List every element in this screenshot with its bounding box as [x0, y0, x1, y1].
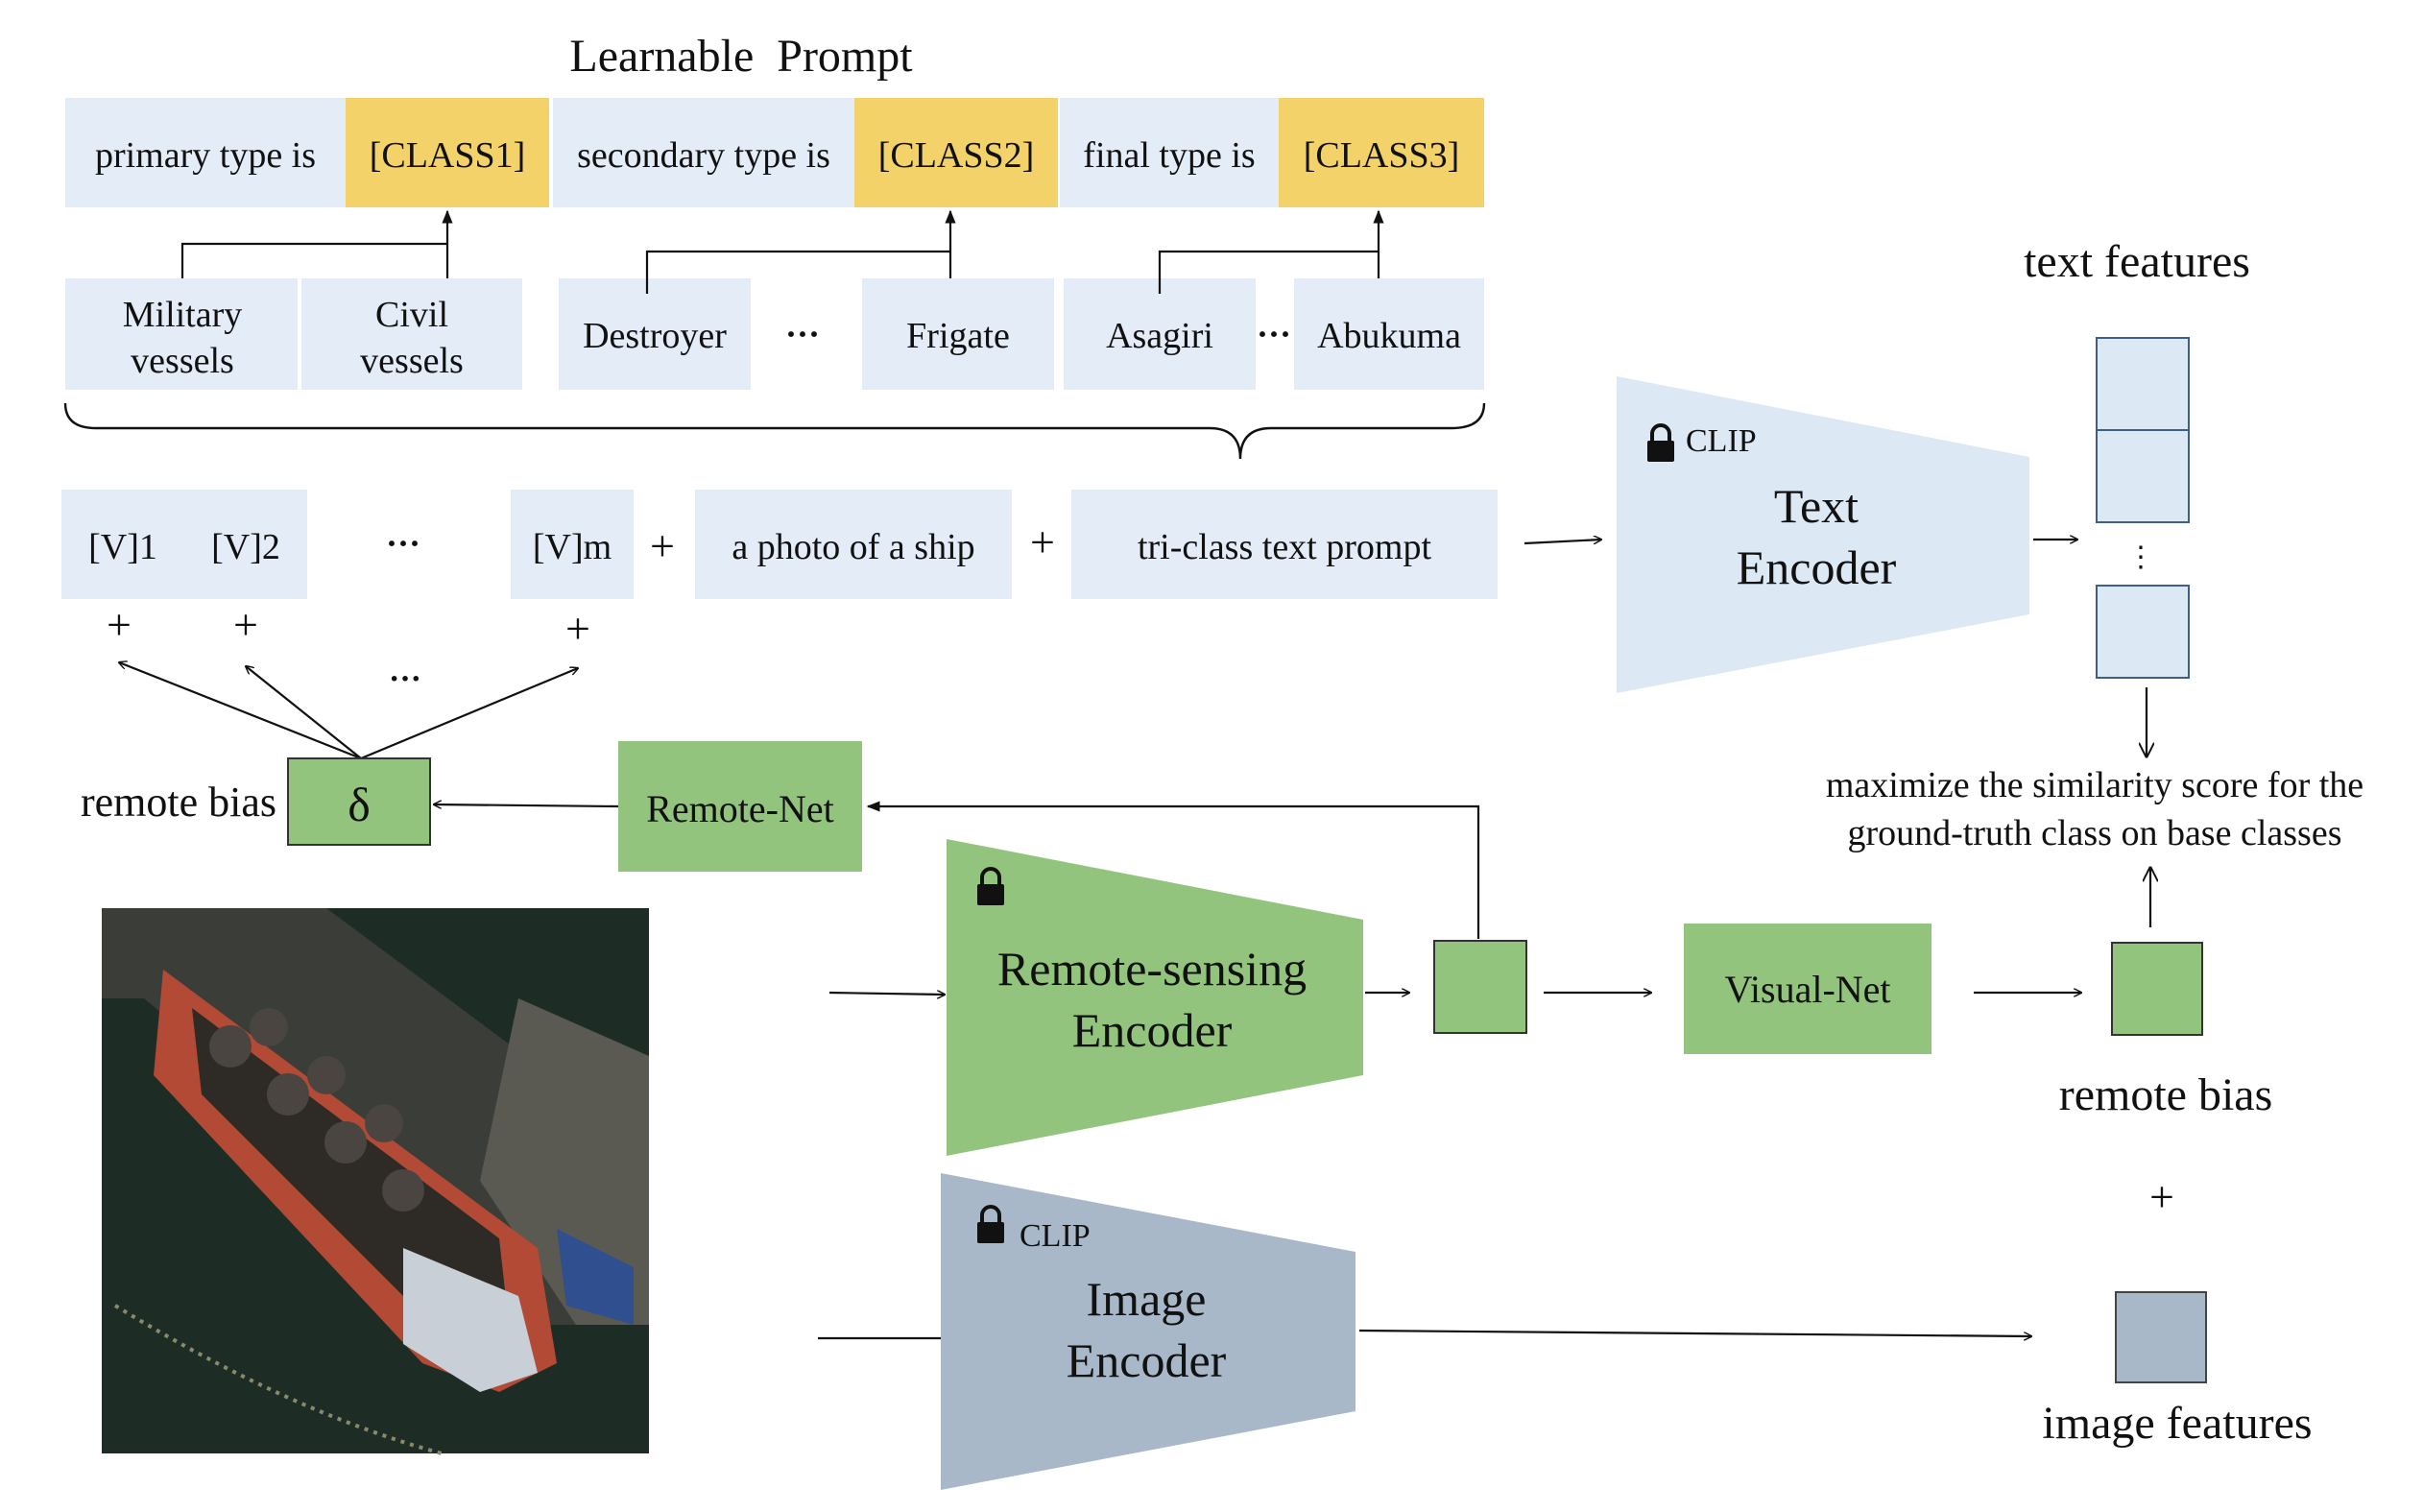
visual-net-box — [1684, 924, 1931, 1054]
ship-photo — [102, 908, 649, 1455]
text-feature-cell-last — [2096, 585, 2190, 679]
text-encoder-clip-label: CLIP — [1686, 423, 1757, 459]
final-type-label: final type is — [1083, 135, 1255, 176]
class3-box — [1279, 98, 1484, 207]
image-encoder-clip-label: CLIP — [1020, 1218, 1091, 1254]
remote-bias-left-label: remote bias — [81, 779, 276, 826]
remote-net-box — [618, 741, 862, 872]
context-ellipsis: ··· — [386, 524, 420, 563]
final-type-box — [1060, 98, 1279, 207]
context-row: [V]1 [V]2 ··· [V]m + a photo of a ship +… — [61, 490, 1498, 599]
photo-of-ship-label: a photo of a ship — [732, 527, 974, 567]
secondary-type-box — [553, 98, 854, 207]
class1-box — [346, 98, 549, 207]
prompt-row: primary type is [CLASS1] secondary type … — [65, 98, 1484, 207]
arrow-to-text-encoder — [1523, 540, 1601, 545]
delta-box — [287, 757, 431, 846]
photo-of-ship-box — [695, 490, 1012, 599]
image-encoder-line1: Image — [1087, 1272, 1207, 1326]
bias-fanout-arrows — [119, 662, 578, 760]
destroyer-label: Destroyer — [583, 316, 727, 356]
military-vessels-box — [65, 278, 298, 390]
rs-encoder-line2: Encoder — [1072, 1003, 1233, 1057]
abukuma-label: Abukuma — [1317, 316, 1461, 356]
text-feature-cell-2 — [2096, 429, 2190, 523]
image-encoder-line2: Encoder — [1067, 1333, 1227, 1387]
plus-right: + — [2149, 1172, 2174, 1221]
learnable-prompt-title: Learnable Prompt — [569, 31, 913, 82]
class-ellipsis-2: ··· — [1257, 315, 1291, 353]
text-encoder-line2: Encoder — [1737, 540, 1897, 594]
hierarchy-connectors — [180, 209, 1384, 294]
class1-label: [CLASS1] — [370, 135, 526, 176]
curly-brace — [63, 402, 1486, 460]
arrow-remote-net-to-delta — [434, 804, 619, 806]
destroyer-box — [559, 278, 751, 390]
text-features-label: text features — [2024, 236, 2250, 287]
military-line2: vessels — [131, 341, 234, 381]
asagiri-box — [1064, 278, 1256, 390]
feedback-to-remote-net — [866, 801, 1480, 939]
image-feature-box — [2115, 1291, 2207, 1383]
arrow-image-to-rs-encoder — [828, 993, 945, 995]
tri-class-label: tri-class text prompt — [1138, 527, 1431, 567]
primary-type-label: primary type is — [95, 135, 316, 176]
military-line1: Military — [123, 295, 243, 335]
similarity-line1: maximize the similarity score for the — [1826, 765, 2363, 805]
frigate-box — [862, 278, 1054, 390]
primary-type-box — [65, 98, 346, 207]
class2-label: [CLASS2] — [878, 135, 1035, 176]
ellipsis-under-context: ··· — [389, 661, 421, 697]
class2-box — [854, 98, 1058, 207]
image-features-label: image features — [2042, 1398, 2312, 1449]
remote-bias-feature-box — [2111, 942, 2203, 1036]
delta-symbol: δ — [348, 778, 371, 831]
plus-under-v1: + — [107, 600, 132, 649]
text-feature-vectors: ⋮ — [2096, 337, 2190, 679]
context-vm-box — [511, 490, 634, 599]
plus-under-v2: + — [233, 600, 258, 649]
context-v1: [V]1 — [88, 527, 157, 567]
class3-label: [CLASS3] — [1304, 135, 1460, 176]
plus-sign-1: + — [650, 521, 675, 570]
class-examples: Military vessels Civil vessels Destroyer… — [65, 278, 1484, 390]
context-vm: [V]m — [533, 527, 612, 567]
arrow-image-encoder-to-features — [1358, 1329, 2031, 1336]
rs-encoder-shape — [947, 839, 1363, 1156]
text-encoder-shape — [1617, 376, 2029, 693]
plus-under-vm: + — [565, 604, 590, 653]
similarity-line2: ground-truth class on base classes — [1848, 813, 2342, 853]
civil-line1: Civil — [375, 295, 448, 335]
civil-vessels-box — [301, 278, 522, 390]
rs-encoder-line1: Remote-sensing — [997, 942, 1307, 996]
abukuma-box — [1294, 278, 1484, 390]
context-v-box — [61, 490, 307, 599]
text-feature-cell-1 — [2096, 337, 2190, 431]
visual-net-label: Visual-Net — [1724, 968, 1890, 1011]
civil-line2: vessels — [360, 341, 464, 381]
tri-class-box — [1071, 490, 1498, 599]
image-encoder-shape — [941, 1173, 1355, 1490]
text-feature-ellipsis: ⋮ — [2126, 541, 2155, 573]
context-v2: [V]2 — [211, 527, 280, 567]
class-ellipsis-1: ··· — [785, 315, 820, 353]
secondary-type-label: secondary type is — [577, 135, 830, 176]
text-encoder-line1: Text — [1774, 479, 1859, 533]
remote-bias-right-label: remote bias — [2059, 1069, 2273, 1120]
rs-feature-box — [1433, 940, 1527, 1034]
asagiri-label: Asagiri — [1106, 316, 1213, 356]
remote-net-label: Remote-Net — [646, 787, 834, 830]
plus-sign-2: + — [1030, 517, 1055, 566]
frigate-label: Frigate — [906, 316, 1010, 356]
